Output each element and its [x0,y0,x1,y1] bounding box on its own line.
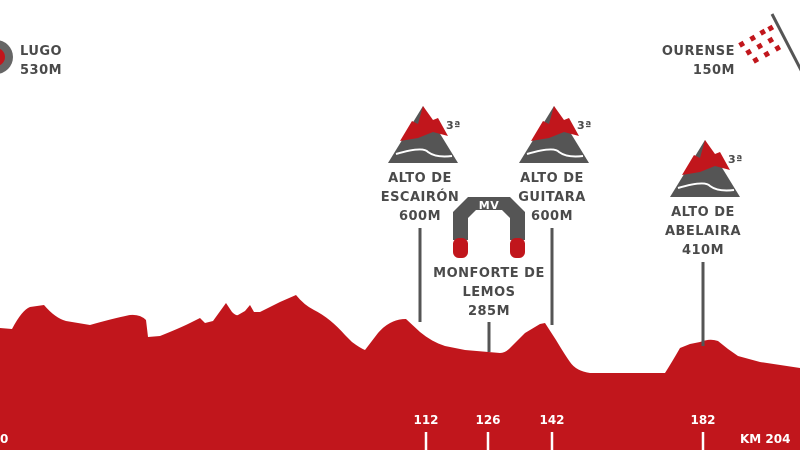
climb-label-escairon: ALTO DE ESCAIRÓN 600M [370,169,470,226]
climb-category: 3ª [446,119,461,132]
start-name: LUGO [20,44,63,59]
elevation-profile [0,295,800,450]
km-label: 142 [539,413,565,427]
sprint-altitude: 285M [467,304,511,319]
climb-label-abelaira: ALTO DE ABELAIRA 410M [653,203,753,260]
km-end: KM 204 [740,432,791,446]
climb-label-guitara: ALTO DE GUITARA 600M [502,169,602,226]
finish-label: OURENSE 150M [650,42,735,80]
mountain-icon [388,106,458,163]
sprint-label: MONFORTE DE LEMOS 285M [424,264,554,321]
climb-altitude: 600M [398,209,442,224]
climb-category: 3ª [728,153,743,166]
km-label: 182 [690,413,716,427]
climb-category: 3ª [577,119,592,132]
finish-name: OURENSE [661,44,735,59]
climb-altitude: 600M [530,209,574,224]
mountain-icon [519,106,589,163]
sprint-badge: MV [478,199,500,212]
km-label: 126 [475,413,501,427]
climb-altitude: 410M [681,243,725,258]
climb-name: GUITARA [518,190,586,205]
mountain-icon [670,140,740,197]
climb-name: ALTO DE [671,205,735,220]
sprint-arch-icon [453,197,525,258]
start-circle-icon [0,40,13,74]
climb-name: ABELAIRA [664,224,742,239]
km-start: 0 [0,432,9,446]
checkered-flag-icon [738,13,800,72]
sprint-name: LEMOS [462,285,516,300]
start-label: LUGO 530M [20,42,62,80]
climb-name: ESCAIRÓN [380,190,460,205]
km-label: 112 [413,413,439,427]
start-altitude: 530M [20,63,63,78]
climb-name: ALTO DE [520,171,584,186]
finish-altitude: 150M [692,63,735,78]
climb-name: ALTO DE [388,171,452,186]
sprint-name: MONFORTE DE [433,266,545,281]
